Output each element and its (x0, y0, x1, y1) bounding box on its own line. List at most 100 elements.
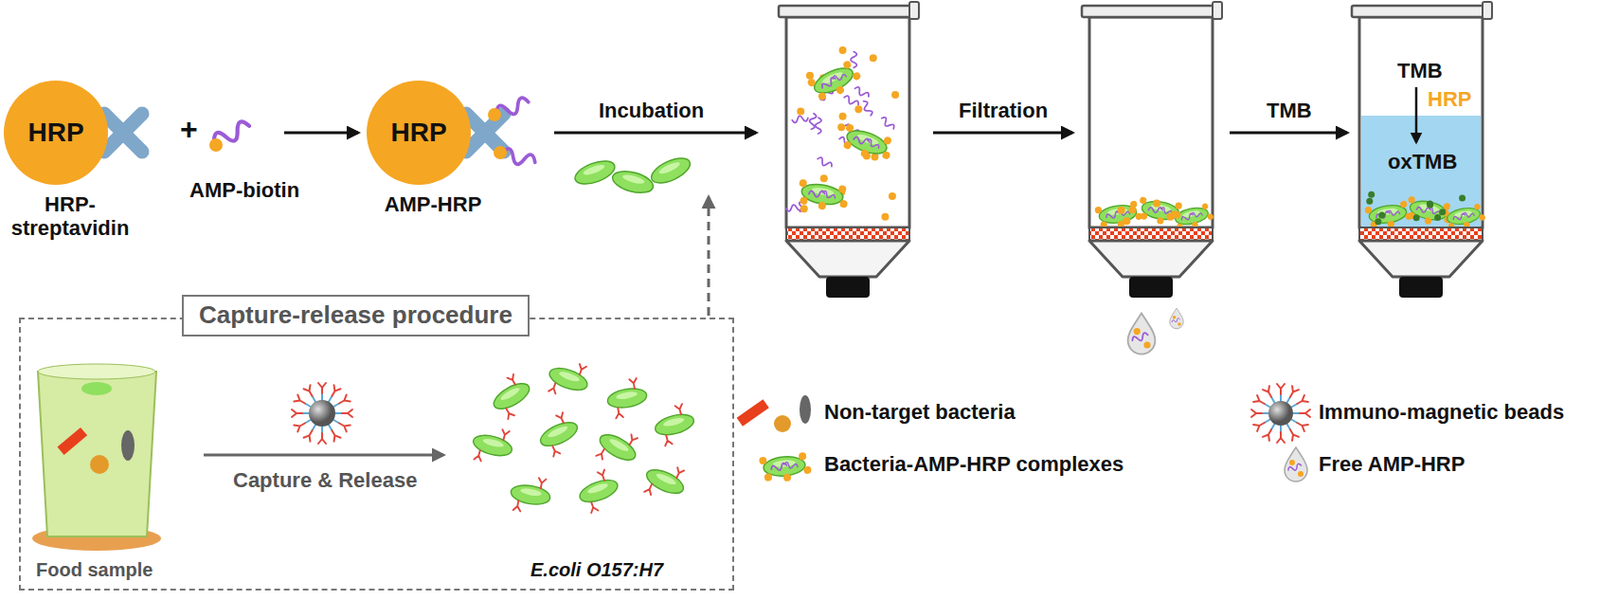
captured-ecoli (468, 355, 699, 516)
amp-peptide (783, 461, 798, 469)
hrp-dot (1122, 216, 1131, 225)
hrp-dot (839, 198, 848, 208)
hrp-dot (1400, 199, 1408, 208)
hrp-dot (842, 59, 853, 71)
antibody (595, 447, 608, 460)
hrp-dot (803, 466, 812, 475)
hrp-dot (493, 145, 507, 160)
hrp-dot (843, 140, 853, 150)
reagent-label: HRP-streptavidin (3, 192, 137, 241)
bacterium (795, 178, 851, 215)
filtrate-drop (1284, 447, 1308, 482)
drawing-part (586, 481, 610, 495)
antibody (293, 395, 307, 407)
drawing-part (104, 113, 143, 152)
legend-item: Non-target bacteria (824, 399, 1016, 425)
antibody (614, 407, 624, 419)
bacterium (507, 473, 554, 517)
reagent-label: AMP-biotin (189, 178, 300, 202)
antibody (626, 433, 638, 447)
drawing-part (89, 454, 109, 474)
drawing-part (1129, 276, 1173, 298)
hrp-dot (880, 150, 891, 161)
hrp-dot (1177, 322, 1182, 326)
capture-release-panel: Capture-release procedure (18, 317, 735, 591)
hrp-dot (800, 204, 809, 213)
bacterium (758, 451, 812, 485)
drawing-part (1351, 5, 1491, 18)
enzyme-label: HRP (366, 80, 471, 185)
amp-hrp-circle: HRPAMP-HRP (366, 80, 471, 185)
hrp-dot (1367, 191, 1375, 198)
bacterium (533, 409, 585, 459)
hrp-dot (1094, 206, 1102, 215)
antibody (1251, 409, 1262, 417)
drawing-part (610, 167, 656, 198)
hrp-dot (882, 135, 893, 145)
drawing-part (470, 431, 514, 459)
drawing-part (1089, 240, 1213, 277)
drawing-part (615, 390, 639, 401)
antibody (629, 377, 638, 390)
drawing-part (654, 471, 677, 487)
drawing-part (1128, 312, 1156, 354)
hrp-dot (1172, 315, 1177, 320)
hrp-dot (1378, 211, 1385, 218)
species-label: E.coli O157:H7 (530, 558, 664, 581)
hrp-dot (1366, 197, 1373, 205)
antibody (328, 384, 341, 398)
legend-text: Immuno-magnetic beads (1318, 399, 1565, 424)
amp-peptide (843, 94, 861, 108)
enzyme-label: HRP (3, 80, 108, 185)
amp-peptide (1386, 210, 1400, 216)
amp-peptide (880, 115, 897, 131)
bacterium (1403, 195, 1455, 230)
hrp-dot (1297, 470, 1304, 477)
product-label: oxTMB (1387, 149, 1457, 174)
hrp-dot (799, 196, 809, 205)
hrp-dot (1438, 208, 1446, 216)
legend-text: Free AMP-HRP (1318, 451, 1465, 476)
amp-peptide (816, 156, 834, 170)
tmb-reaction-tube: TMBHRPoxTMB (1361, 18, 1481, 228)
bacterium (468, 422, 517, 468)
drawing-part (826, 276, 870, 298)
legend-text: Bacteria-AMP-HRP complexes (824, 451, 1124, 476)
reagent-label: AMP-HRP (366, 192, 500, 216)
legend-item: Bacteria-AMP-HRP complexes (824, 451, 1124, 477)
legend-text: Non-target bacteria (824, 399, 1016, 424)
amp-peptide (1171, 317, 1181, 324)
filtrate-drop (1169, 307, 1184, 329)
hrp-dot (758, 456, 768, 466)
step-label: TMB (1266, 98, 1313, 123)
antibody (304, 384, 316, 398)
hrp-dot (854, 105, 863, 113)
drawing-part (786, 240, 910, 277)
drawing-part (489, 377, 534, 414)
drawing-part (520, 486, 543, 498)
antibody (328, 428, 341, 442)
hrp-dot (1206, 213, 1215, 221)
drawing-part (909, 1, 919, 19)
hrp-dot (1426, 199, 1434, 207)
hrp-dot (1289, 459, 1295, 466)
amp-peptide (1463, 212, 1475, 217)
amp-peptide (808, 112, 817, 130)
filter-tube (778, 1, 919, 298)
drawing-part (37, 363, 156, 379)
drawing-part (621, 173, 646, 186)
sample-label: Food sample (35, 558, 153, 581)
hrp-dot (851, 71, 863, 82)
hrp-dot (1174, 201, 1183, 210)
antibody (304, 428, 316, 442)
antibody (663, 433, 673, 446)
antibody (318, 432, 326, 444)
antibody (644, 482, 655, 495)
flow-arrow (933, 131, 1073, 135)
hrp-dot (880, 213, 889, 221)
hrp-dot (1156, 216, 1165, 225)
hrp-dot (1139, 212, 1148, 220)
drawing-part (799, 395, 811, 424)
flow-arrow (554, 131, 756, 135)
enzyme-label: HRP (1427, 87, 1472, 111)
